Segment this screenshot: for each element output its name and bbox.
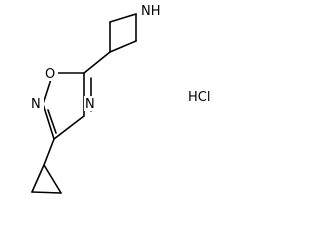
bond-cyclopropyl-right [43,164,62,194]
bond-n2-c3-double [47,109,57,134]
bond-c3-n4 [53,115,85,140]
salt-label: HCl [188,90,210,105]
atom-label-oxygen: O [45,67,55,82]
bond-cyclopropyl-bottom [31,191,62,194]
atom-label-nh: NH [141,4,161,19]
bond-azetidine-top [109,13,137,23]
bond-azetidine-oxadiazole [83,51,111,74]
atom-label-nitrogen-4: N [85,97,95,112]
bond-azetidine-bottom [109,40,137,53]
structure-canvas: NH O N N HCl [30,2,210,194]
bond-n2-c3-single [42,103,55,140]
bond-c3-cyclopropyl [43,138,55,166]
bond-cyclopropyl-left [31,164,45,193]
molecule-drawing: NH O N N HCl [30,2,210,194]
atom-label-nitrogen-2: N [31,97,41,112]
